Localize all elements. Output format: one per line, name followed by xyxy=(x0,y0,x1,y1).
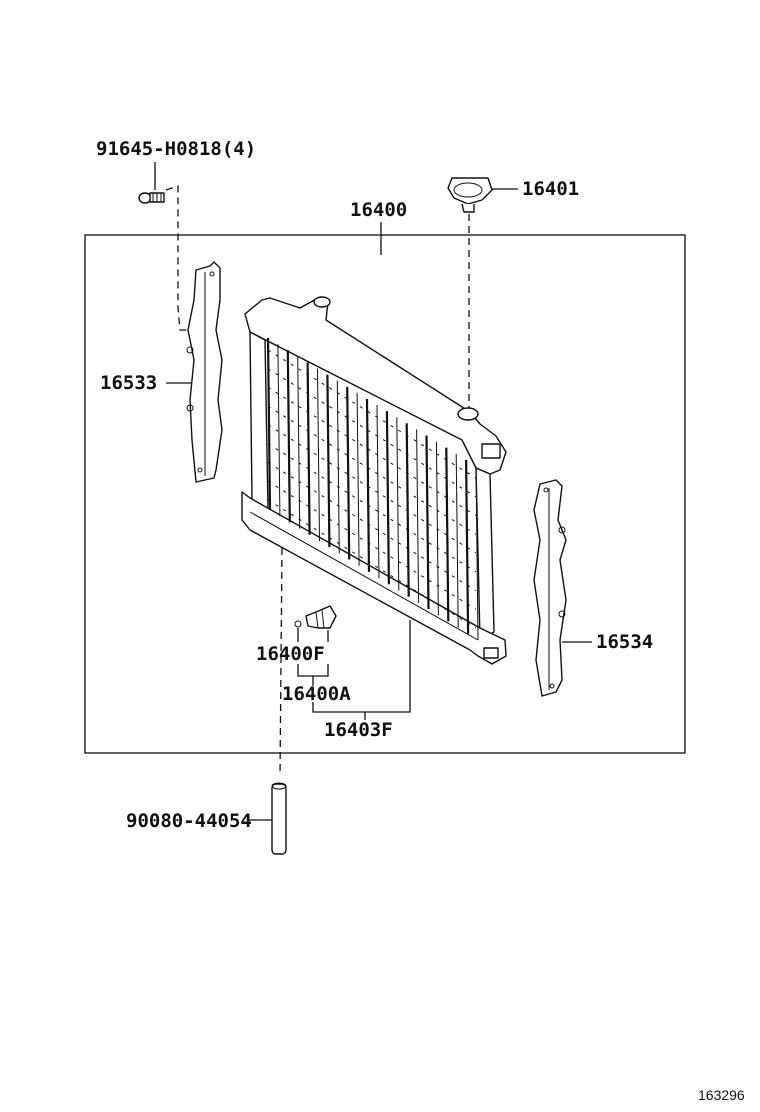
bolt-icon[interactable] xyxy=(138,192,165,204)
label-cap: 16401 xyxy=(522,178,579,200)
radiator-fin xyxy=(416,429,420,603)
radiator-fin xyxy=(385,411,390,585)
radiator-fin xyxy=(475,465,479,641)
radiator-fin xyxy=(317,368,320,542)
label-drain-cock: 16400F xyxy=(256,643,325,665)
radiator-fin xyxy=(297,356,301,529)
figure-number: 163296 xyxy=(698,1087,745,1103)
drain-sub-bracket xyxy=(297,664,329,677)
assembly-frame xyxy=(84,234,686,754)
radiator-fin xyxy=(425,435,430,610)
label-drain-cock-sub: 16400A xyxy=(282,683,351,705)
radiator-fin xyxy=(445,447,450,622)
label-bolt: 91645-H0818(4) xyxy=(96,138,256,160)
label-hose: 90080-44054 xyxy=(126,810,252,832)
radiator-fin xyxy=(435,441,439,616)
radiator-fin-cross xyxy=(267,499,477,629)
radiator-fin xyxy=(346,386,351,560)
radiator-icon[interactable] xyxy=(241,296,507,665)
radiator-fin xyxy=(365,398,371,572)
label-right-support: 16534 xyxy=(596,631,653,653)
bolt-dash-line xyxy=(165,185,195,331)
radiator-fin xyxy=(376,404,380,579)
radiator-fin xyxy=(286,350,291,523)
radiator-fin xyxy=(336,380,340,554)
hose-icon[interactable] xyxy=(271,782,287,855)
radiator-fin xyxy=(465,459,470,634)
radiator-fin xyxy=(356,392,360,566)
hose-dash-line xyxy=(279,547,283,777)
support-bracket-icon[interactable] xyxy=(533,479,567,697)
support-bracket-icon[interactable] xyxy=(186,261,223,483)
drain-cock-icon[interactable] xyxy=(294,605,337,629)
radiator-fin xyxy=(396,417,400,591)
radiator-fin xyxy=(455,453,459,628)
radiator-cap-icon[interactable] xyxy=(447,177,493,213)
radiator-fin xyxy=(326,374,331,548)
radiator-fin xyxy=(277,344,281,517)
radiator-fins xyxy=(266,337,479,641)
label-left-support: 16533 xyxy=(100,372,157,394)
label-radiator: 16400 xyxy=(350,199,407,221)
label-lower-tank: 16403F xyxy=(324,719,393,741)
radiator-fin xyxy=(306,362,311,535)
radiator-fin xyxy=(266,337,272,511)
lower-tank-bracket xyxy=(312,620,411,713)
